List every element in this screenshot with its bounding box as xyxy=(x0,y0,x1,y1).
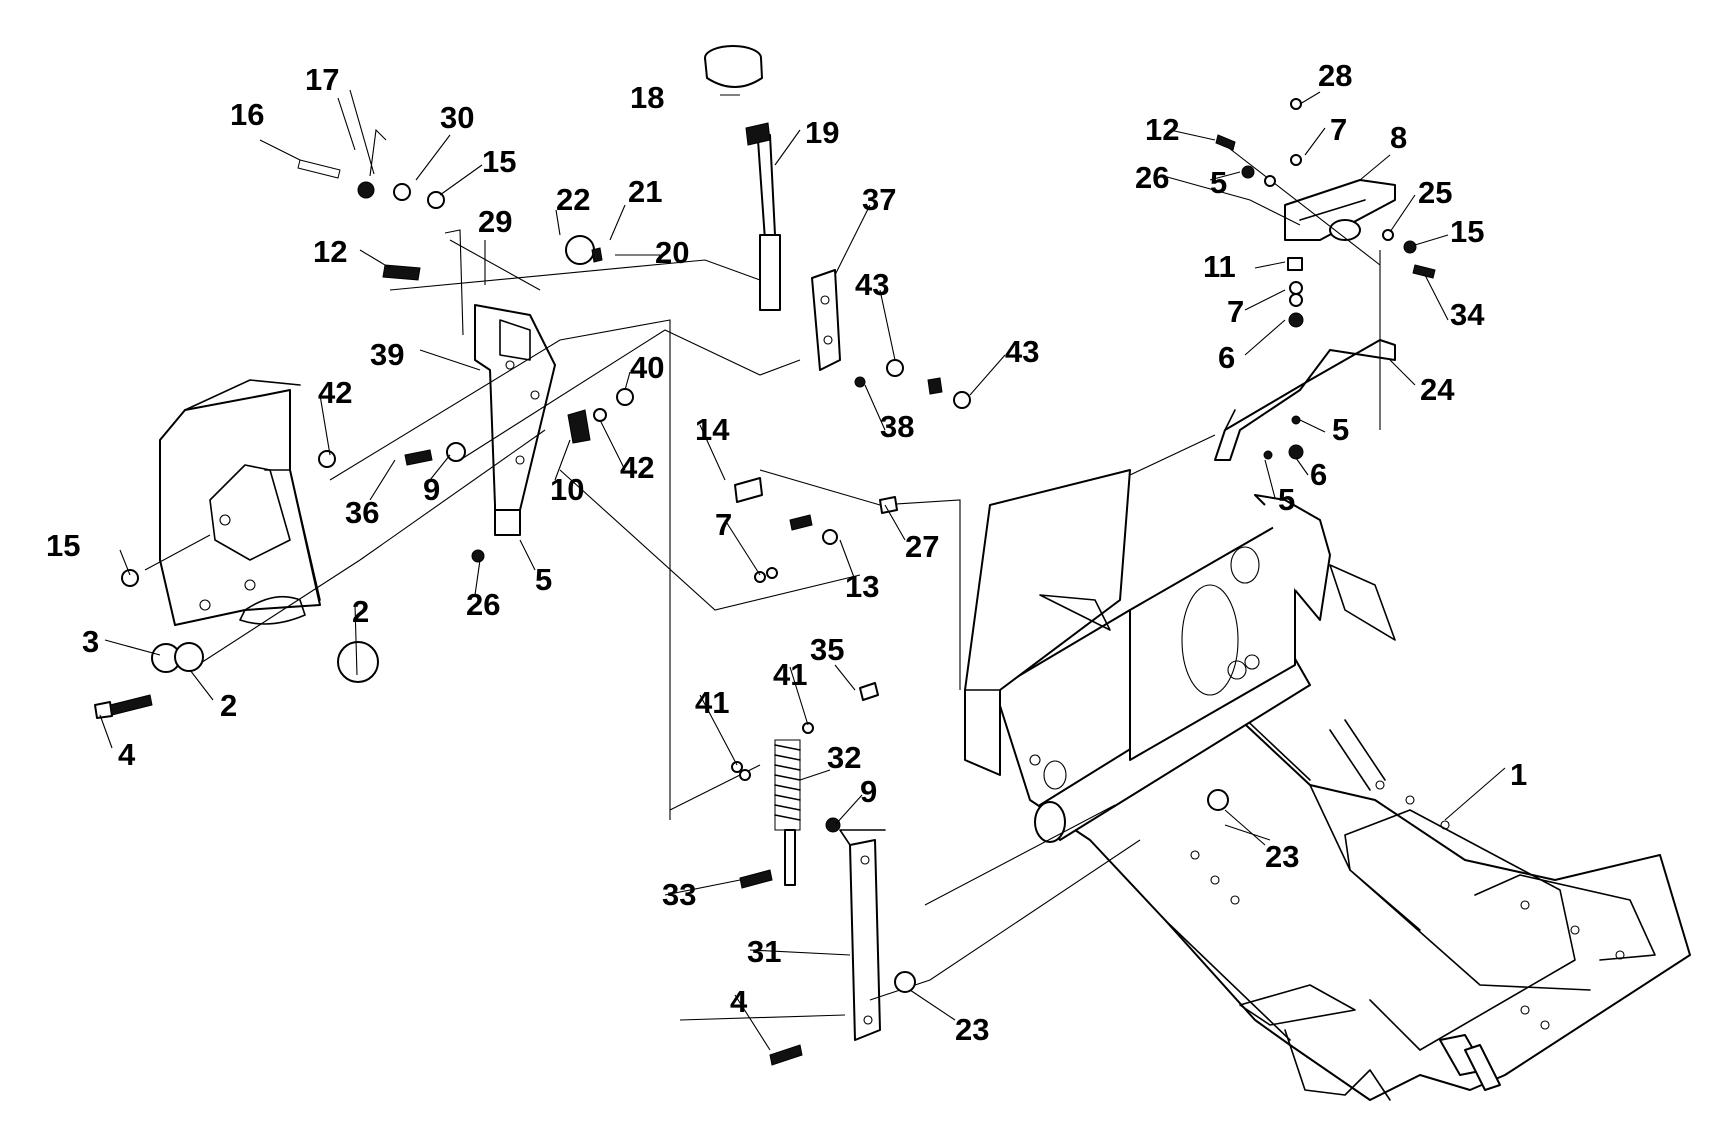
callout-17: 17 xyxy=(305,62,339,97)
callout-41: 41 xyxy=(695,685,729,720)
callout-4: 4 xyxy=(118,737,136,772)
callout-7: 7 xyxy=(715,507,732,542)
callout-6: 6 xyxy=(1218,340,1235,375)
callout-12: 12 xyxy=(313,234,347,269)
callout-5: 5 xyxy=(1210,165,1227,200)
callout-7: 7 xyxy=(1330,112,1347,147)
pedal-link-31 xyxy=(839,829,886,1041)
fasteners xyxy=(94,98,1436,1066)
callout-23: 23 xyxy=(1265,839,1299,874)
callout-13: 13 xyxy=(845,569,879,604)
callout-6: 6 xyxy=(1310,457,1327,492)
callout-32: 32 xyxy=(827,740,861,775)
callout-25: 25 xyxy=(1418,175,1452,210)
callout-7: 7 xyxy=(1227,294,1244,329)
callout-18: 18 xyxy=(630,80,664,115)
callout-24: 24 xyxy=(1420,372,1455,407)
callout-2: 2 xyxy=(220,688,237,723)
callout-38: 38 xyxy=(880,409,914,444)
bracket-8 xyxy=(1284,179,1396,241)
callout-42: 42 xyxy=(620,450,654,485)
chassis-frame xyxy=(964,469,1691,1101)
callout-35: 35 xyxy=(810,632,844,667)
callout-23: 23 xyxy=(955,1012,989,1047)
callout-43: 43 xyxy=(855,267,889,302)
callout-30: 30 xyxy=(440,100,474,135)
callout-15: 15 xyxy=(482,144,516,179)
callout-43: 43 xyxy=(1005,334,1039,369)
callout-3: 3 xyxy=(82,624,99,659)
callout-20: 20 xyxy=(655,235,689,270)
callout-15: 15 xyxy=(46,528,80,563)
spring-32 xyxy=(774,739,801,886)
callout-9: 9 xyxy=(423,472,440,507)
callout-26: 26 xyxy=(466,587,500,622)
callout-9: 9 xyxy=(860,774,877,809)
callout-41: 41 xyxy=(773,657,807,692)
callout-1: 1 xyxy=(1510,757,1527,792)
callout-16: 16 xyxy=(230,97,264,132)
callout-11: 11 xyxy=(1203,249,1236,284)
callout-5: 5 xyxy=(535,562,552,597)
shift-plate xyxy=(474,304,556,536)
callout-34: 34 xyxy=(1450,297,1485,332)
callout-5: 5 xyxy=(1332,412,1349,447)
callout-42: 42 xyxy=(318,375,352,410)
callout-40: 40 xyxy=(630,350,664,385)
callout-2: 2 xyxy=(352,594,369,629)
callout-37: 37 xyxy=(862,182,896,217)
left-housing xyxy=(159,379,321,626)
callout-26: 26 xyxy=(1135,160,1169,195)
callout-29: 29 xyxy=(478,204,512,239)
callout-28: 28 xyxy=(1318,58,1352,93)
callout-21: 21 xyxy=(628,174,662,209)
callout-22: 22 xyxy=(556,182,590,217)
bracket-24 xyxy=(1214,339,1396,461)
callout-leaders xyxy=(99,91,1506,1051)
leader-lines xyxy=(144,89,1381,1021)
callout-19: 19 xyxy=(805,115,839,150)
callout-27: 27 xyxy=(905,529,939,564)
callout-8: 8 xyxy=(1390,120,1407,155)
shift-lever xyxy=(704,45,781,311)
callout-36: 36 xyxy=(345,495,379,530)
callout-15: 15 xyxy=(1450,214,1484,249)
callout-5: 5 xyxy=(1278,482,1295,517)
callouts: 1 2 2 3 4 4 5 5 5 5 6 6 7 7 7 8 9 9 10 1… xyxy=(46,58,1527,1047)
bracket-37 xyxy=(811,269,841,371)
callout-10: 10 xyxy=(550,472,584,507)
callout-39: 39 xyxy=(370,337,404,372)
callout-12: 12 xyxy=(1145,112,1179,147)
callout-14: 14 xyxy=(695,412,730,447)
